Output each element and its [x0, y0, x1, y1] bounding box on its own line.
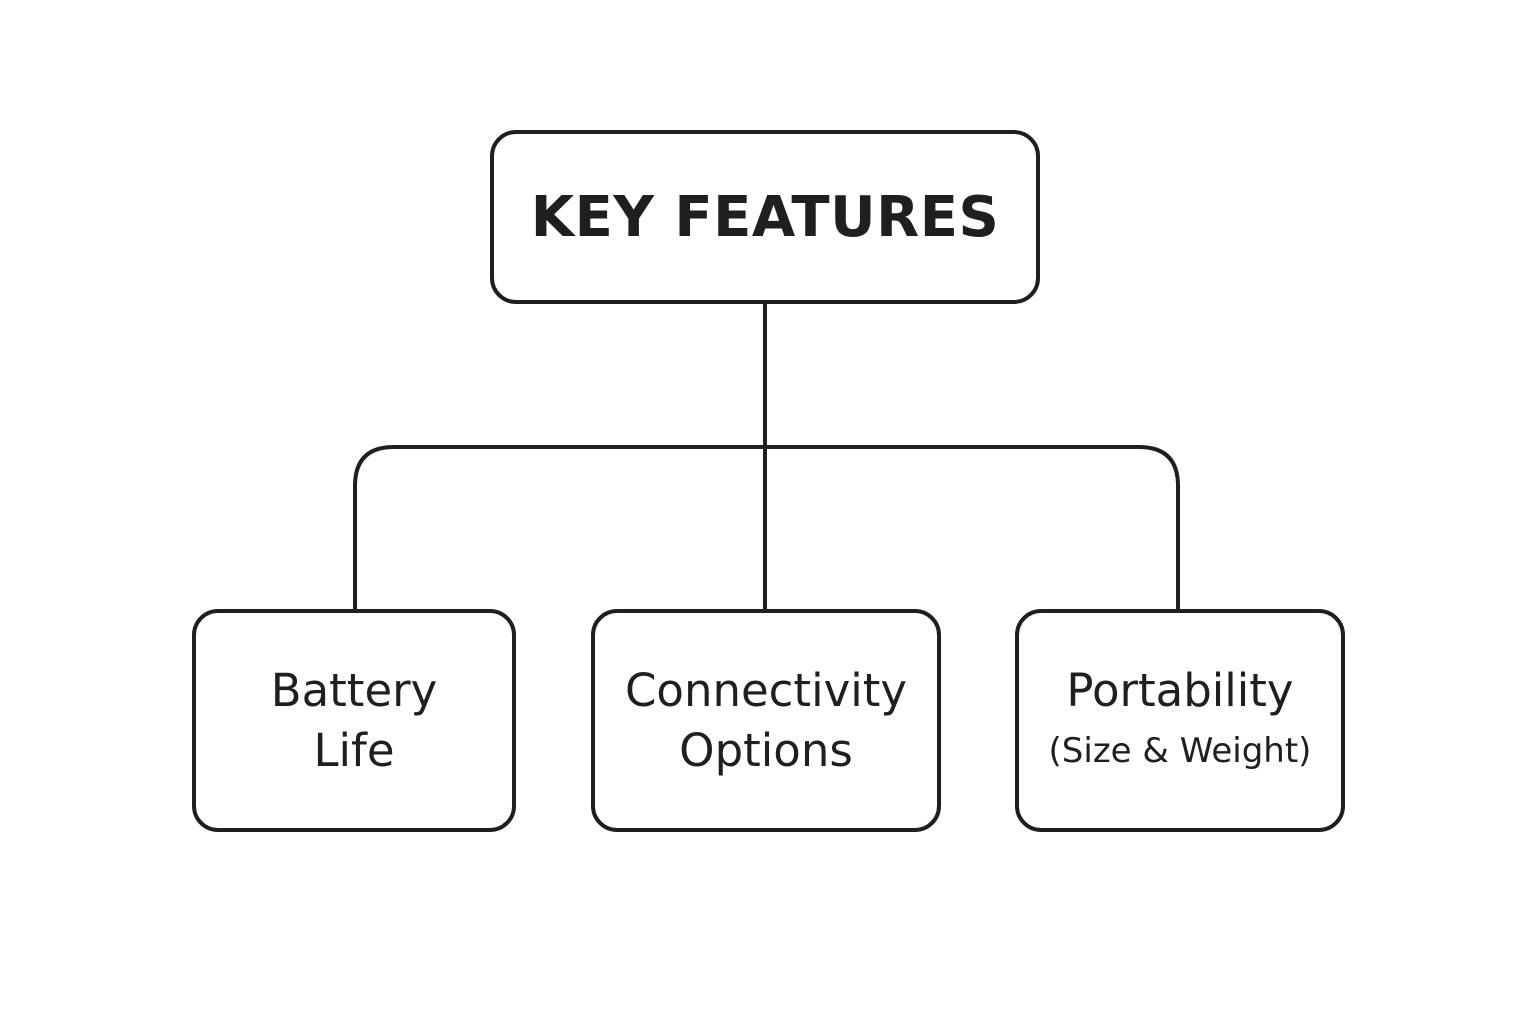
feature-node-connectivity-options: Connectivity Options [591, 609, 941, 832]
feature-node-label-line2: Options [679, 723, 853, 777]
feature-node-label-line1: Battery [270, 663, 438, 717]
left-branch-connector [353, 445, 767, 611]
feature-node-label-line1: Portability [1066, 663, 1294, 717]
feature-node-label-line2: (Size & Weight) [1048, 730, 1312, 771]
feature-node-portability: Portability (Size & Weight) [1015, 609, 1345, 832]
root-node: KEY FEATURES [490, 130, 1040, 304]
feature-node-label-line1: Connectivity [625, 663, 907, 717]
feature-node-label-line2: Life [313, 723, 395, 777]
feature-node-battery-life: Battery Life [192, 609, 516, 832]
right-branch-connector [763, 445, 1180, 611]
root-node-label: KEY FEATURES [530, 184, 1000, 250]
